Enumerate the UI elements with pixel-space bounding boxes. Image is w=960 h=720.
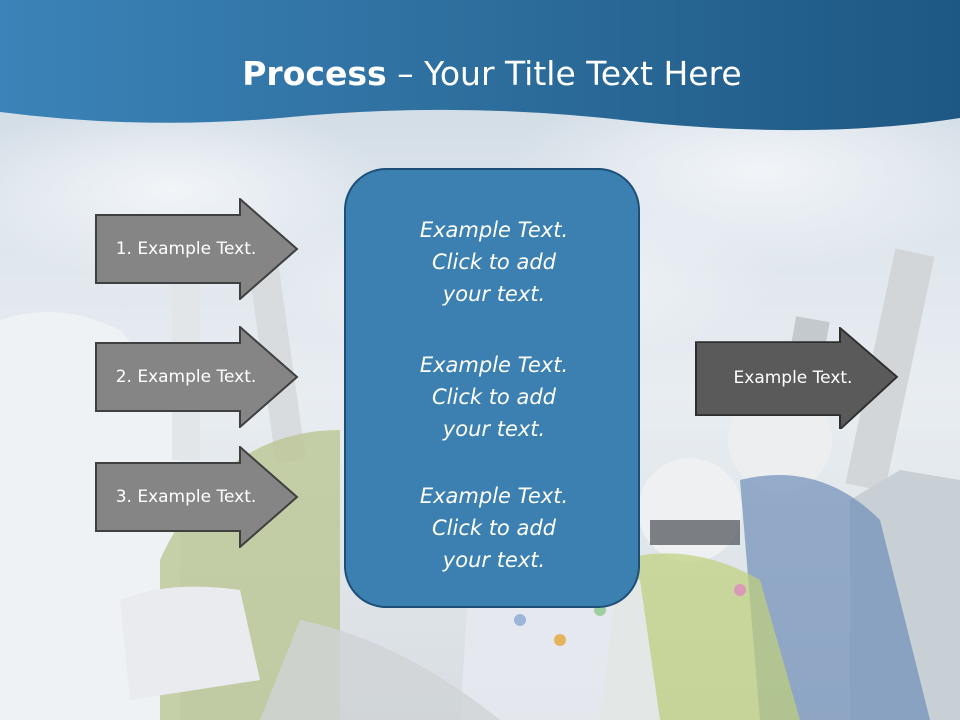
center-line: your text. [442, 417, 546, 441]
result-arrow[interactable]: Example Text. [695, 327, 900, 429]
center-line: Example Text. [419, 484, 569, 508]
center-text-block-2: Example Text. Click to add your text. [346, 349, 642, 445]
process-arrow-label: 3. Example Text. [115, 487, 257, 507]
center-text-box[interactable]: Example Text. Click to add your text. Ex… [344, 168, 640, 608]
process-arrow-1[interactable]: 1. Example Text. [95, 198, 300, 300]
center-line: your text. [442, 282, 546, 306]
center-text-block-1: Example Text. Click to add your text. [346, 214, 642, 310]
process-arrow-3[interactable]: 3. Example Text. [95, 446, 300, 548]
arrow-right-icon [95, 326, 299, 428]
process-arrow-2[interactable]: 2. Example Text. [95, 326, 300, 428]
arrow-right-icon [95, 198, 299, 300]
center-line: Click to add [431, 385, 556, 409]
title-bold: Process [242, 54, 387, 93]
process-arrow-label: 2. Example Text. [115, 367, 257, 387]
arrow-right-icon [95, 446, 299, 548]
slide-title: Process – Your Title Text Here [0, 52, 960, 96]
center-line: Click to add [431, 250, 556, 274]
arrow-right-icon [695, 327, 899, 429]
title-rest: – Your Title Text Here [386, 54, 742, 93]
header-band [0, 0, 960, 131]
result-arrow-label: Example Text. [733, 368, 853, 388]
center-text-block-3: Example Text. Click to add your text. [346, 480, 642, 576]
center-line: your text. [442, 548, 546, 572]
center-line: Click to add [431, 516, 556, 540]
center-line: Example Text. [419, 353, 569, 377]
center-line: Example Text. [419, 218, 569, 242]
process-arrow-label: 1. Example Text. [115, 239, 257, 259]
